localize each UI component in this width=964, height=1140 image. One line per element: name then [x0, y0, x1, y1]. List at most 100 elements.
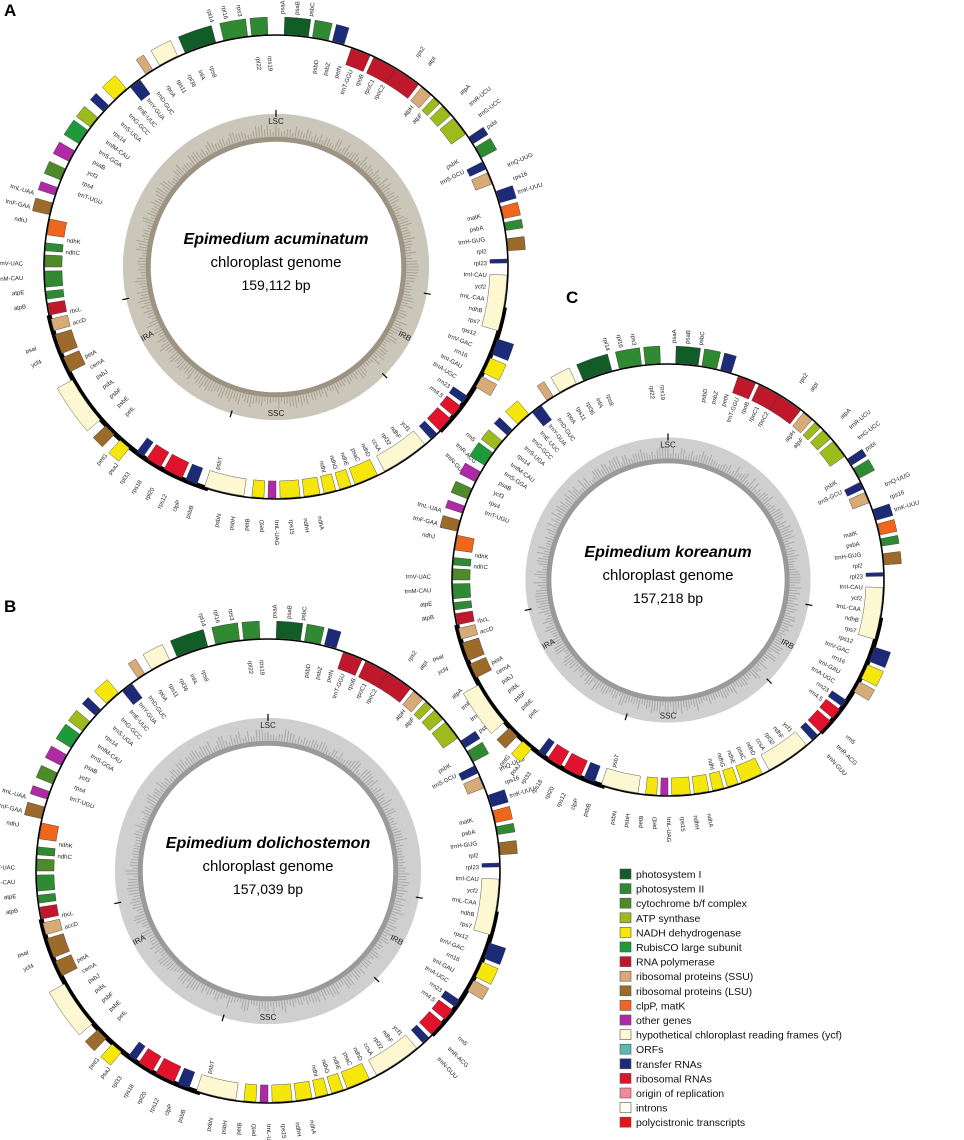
legend-label: RNA polymerase [636, 957, 715, 969]
gene-block [467, 741, 490, 762]
gene-block [467, 980, 490, 1001]
gene-label: petB [638, 815, 645, 828]
legend-swatch [619, 985, 632, 997]
gene-label: rpl14 [197, 613, 206, 628]
gene-label: rps19 [258, 660, 264, 676]
gene-block [410, 1024, 429, 1043]
gene-label: psbT [612, 754, 622, 769]
gene-block [68, 710, 90, 732]
gene-label: rbcL [61, 911, 74, 919]
gene-label: psaI [17, 950, 30, 959]
gene-label: psbF [101, 991, 115, 1004]
gene-label: rrn4.5 [420, 989, 437, 1004]
gene-label: atpF [404, 716, 417, 729]
gene-block [452, 568, 471, 581]
region-label: SSC [268, 409, 285, 418]
legend-item: ribosomal proteins (LSU) [619, 985, 752, 998]
gene-label: psbA [461, 830, 476, 838]
gene-block [460, 730, 481, 748]
gene-block [861, 664, 884, 687]
gene-label: rrn23 [428, 981, 443, 994]
gene-label: rpl14 [601, 337, 610, 352]
gene-block [872, 503, 894, 521]
gene-label: atpB [14, 304, 27, 312]
gene-label: trnN-GUU [436, 1057, 458, 1081]
gene-label: rpoC2 [757, 411, 771, 429]
gene-block [576, 353, 613, 381]
gene-block [458, 624, 478, 640]
gene-block [463, 776, 484, 795]
gene-label: psbB [177, 1109, 187, 1124]
gene-block [177, 1067, 196, 1089]
legend-swatch [619, 941, 632, 953]
gene-label: rps11 [167, 683, 179, 699]
gene-label: trnL-UAG [665, 817, 671, 843]
gene-block [340, 1063, 370, 1089]
gene-label: trnV-UAC [0, 865, 16, 871]
legend-label: ribosomal RNAs [636, 1073, 712, 1085]
gene-label: rps12 [149, 1097, 161, 1114]
gene-block [480, 429, 503, 450]
legend-swatch [619, 1087, 632, 1099]
gene-block [504, 219, 524, 231]
gene-label: trnF-GAA [412, 516, 438, 528]
gene-label: rpl20 [136, 1090, 148, 1105]
gene-block [312, 19, 333, 41]
legend-item: polycistronic transcripts [619, 1116, 745, 1129]
gene-label: psbE [116, 396, 130, 410]
gene-block [128, 1041, 146, 1061]
gene-label: rps8 [208, 66, 218, 80]
region-boundary-tick [114, 901, 122, 905]
gene-label: trnT-UGU [77, 192, 103, 206]
legend-swatch [619, 1029, 632, 1040]
gene-block [94, 679, 119, 704]
legend-item: origin of replication [619, 1087, 724, 1100]
gene-label: ndhF [771, 726, 784, 741]
gene-label: trnS-GCU [432, 773, 458, 790]
gene-label: rpl2 [468, 853, 479, 860]
gene-block [92, 425, 115, 448]
gene-label: psbL [102, 378, 117, 391]
gene-block [481, 862, 500, 868]
gene-label: rps2 [415, 46, 427, 60]
gene-block [337, 652, 363, 676]
gene-block [326, 1073, 344, 1094]
legend-label: photosystem II [636, 884, 704, 896]
gene-label: rpoC2 [365, 688, 379, 706]
gene-label: psaI [432, 654, 445, 663]
legend-label: transfer RNAs [636, 1059, 702, 1071]
gene-block [459, 462, 481, 482]
gene-label: rpl22 [647, 386, 654, 400]
gene-label: psbH [221, 1120, 229, 1135]
gene-label: trnK-UUU [894, 500, 921, 513]
gene-label: rps16 [889, 490, 906, 501]
gene-block [583, 761, 601, 783]
gene-block [807, 709, 831, 733]
gene-block [547, 743, 570, 767]
legend-swatch [619, 912, 632, 924]
gene-block [452, 583, 471, 599]
gene-block [46, 933, 70, 958]
legend-label: ribosomal proteins (SSU) [636, 971, 753, 983]
legend-label: NADH dehydrogenase [636, 927, 741, 939]
gene-block [127, 658, 145, 679]
gene-label: infA [196, 69, 205, 81]
gene-block [880, 535, 900, 547]
legend-item: cytochrome b/f complex [619, 897, 748, 910]
gene-label: petA [76, 954, 90, 965]
gene-label: psbJ [87, 973, 101, 985]
legend-item: ORFs [619, 1043, 663, 1056]
legend-label: photosystem I [636, 869, 701, 881]
gene-block [49, 983, 93, 1036]
gene-block [332, 24, 350, 45]
gene-label: accD [64, 921, 79, 931]
gene-label: petL [124, 405, 137, 418]
gene-block [853, 681, 875, 701]
legend-swatch [619, 1014, 632, 1026]
gene-block [448, 386, 468, 404]
gene-label: rps18 [123, 1083, 136, 1099]
gene-label: rpl16 [212, 609, 221, 624]
gene-label: psbB [185, 505, 195, 520]
genome-backbone [35, 638, 501, 1104]
